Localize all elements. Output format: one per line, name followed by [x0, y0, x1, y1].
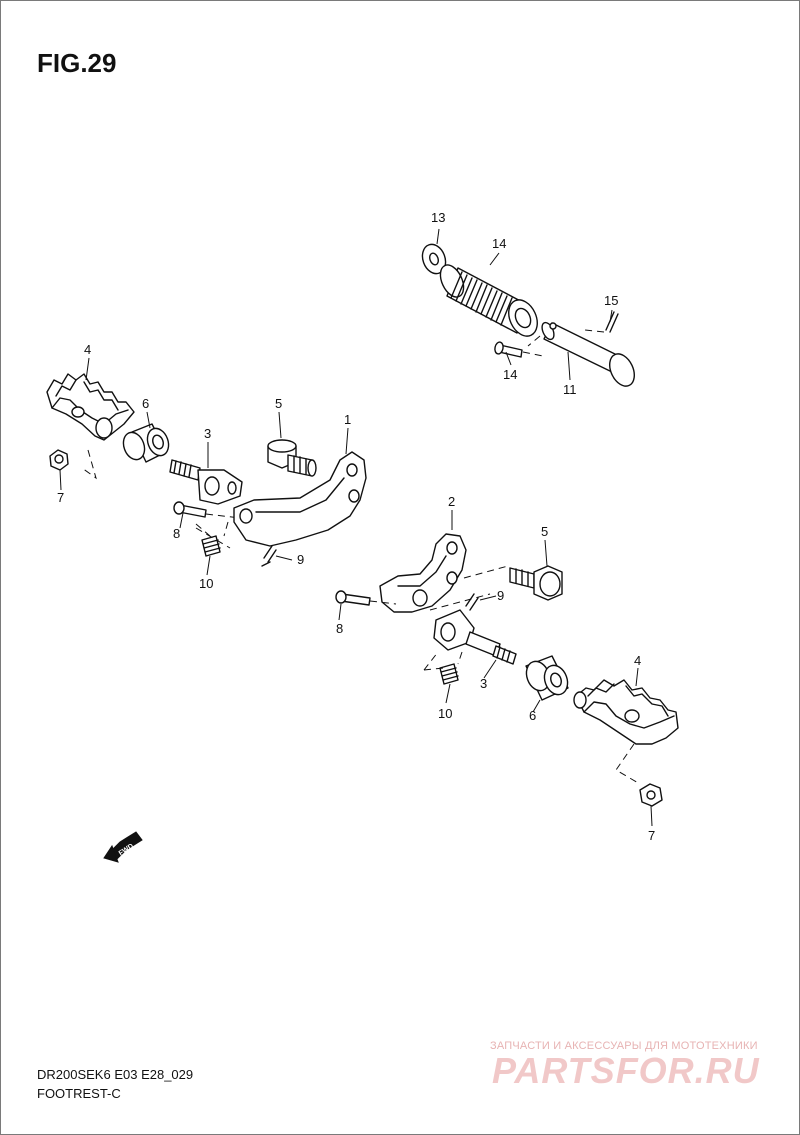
callout-8-right: 8: [336, 621, 343, 636]
washer-13: [421, 243, 447, 275]
figure-title: FIG.29: [37, 48, 117, 78]
nut-7-right: [639, 783, 663, 807]
callout-10-left: 10: [199, 576, 213, 591]
holder-3-left: [169, 459, 243, 505]
callout-6-left: 6: [142, 396, 149, 411]
footrest-4-right: [573, 679, 679, 785]
callout-7-right: 7: [648, 828, 655, 843]
callout-6-right: 6: [529, 708, 536, 723]
cotter-pin-9-left: [261, 545, 277, 567]
callout-10-right: 10: [438, 706, 452, 721]
shaft-11: [527, 321, 635, 387]
leader-lines: [59, 228, 653, 827]
callout-9-left: 9: [297, 552, 304, 567]
callout-5-right: 5: [541, 524, 548, 539]
spring-10-left: [195, 521, 231, 557]
callout-12: 14: [492, 236, 506, 251]
callout-1: 1: [344, 412, 351, 427]
watermark-caption: ЗАПЧАСТИ И АКСЕССУАРЫ ДЛЯ МОТОТЕХНИКИ: [490, 1040, 758, 1052]
clevis-pin-14: [494, 341, 544, 358]
callout-numbers: 13 14 15 14 11 4 6 3 5 1 7 8 10 9 2 5 9 …: [57, 210, 655, 843]
callout-8-left: 8: [173, 526, 180, 541]
callout-3-left: 3: [204, 426, 211, 441]
bolt-8-right: [335, 590, 397, 606]
bolt-5-right: [509, 565, 563, 601]
nut-7-left: [49, 449, 69, 471]
bracket-2: [379, 533, 509, 613]
holder-3-right: [433, 609, 517, 665]
spring-10-right: [423, 651, 463, 685]
callout-13: 13: [431, 210, 445, 225]
rubber-12: [439, 264, 538, 337]
watermark-logo: PARTSFOR.RU: [492, 1050, 760, 1091]
cotter-pin-15: [584, 311, 619, 333]
collar-6-right: [525, 655, 569, 701]
callout-4-left: 4: [84, 342, 91, 357]
bolt-5-left: [267, 439, 317, 477]
callout-5-left: 5: [275, 396, 282, 411]
callout-4-right: 4: [634, 653, 641, 668]
callout-7-left: 7: [57, 490, 64, 505]
callout-15: 15: [604, 293, 618, 308]
callout-3-right: 3: [480, 676, 487, 691]
callout-9-right: 9: [497, 588, 504, 603]
footrest-4-left: [46, 373, 135, 480]
bracket-1: [233, 451, 367, 547]
section-name: FOOTREST-C: [37, 1086, 121, 1101]
collar-6-left: [122, 423, 170, 463]
callout-14: 14: [503, 367, 517, 382]
fwd-direction-marker: FWD: [103, 831, 143, 863]
callout-2: 2: [448, 494, 455, 509]
callout-11: 11: [563, 382, 577, 397]
cotter-pin-9-right: [465, 593, 479, 611]
model-code: DR200SEK6 E03 E28_029: [37, 1067, 194, 1082]
bolt-8-left: [173, 501, 241, 519]
